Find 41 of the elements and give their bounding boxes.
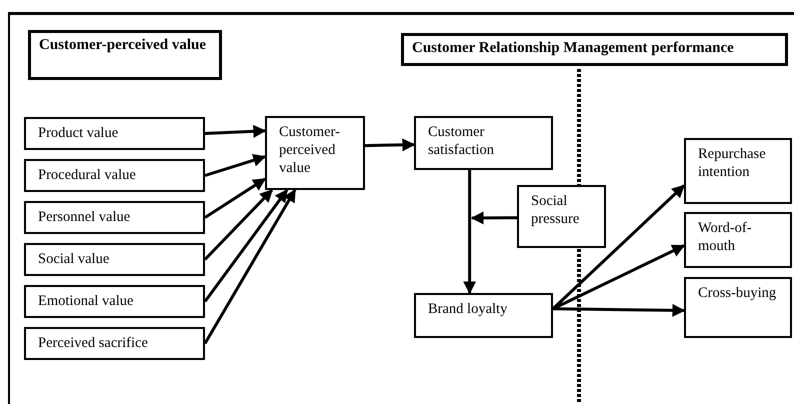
box-label: Customer-perceived value xyxy=(279,123,341,177)
box-label: Product value xyxy=(38,124,120,142)
heading-box xyxy=(28,30,222,80)
concept-box xyxy=(24,117,205,150)
box-label: Customer Relationship Management performance xyxy=(412,39,735,57)
arrow xyxy=(204,188,296,344)
concept-box xyxy=(24,159,205,192)
concept-box xyxy=(265,116,365,190)
arrow xyxy=(204,188,274,261)
arrow xyxy=(364,138,416,152)
arrow xyxy=(552,304,686,317)
concept-box xyxy=(684,212,792,268)
concept-box xyxy=(24,243,205,276)
concept-box xyxy=(24,285,205,318)
concept-box xyxy=(24,327,205,360)
box-label: Repurchase intention xyxy=(698,145,767,181)
concept-box xyxy=(684,138,792,204)
concept-box xyxy=(414,293,553,338)
box-label: Procedural value xyxy=(38,166,137,184)
concept-box xyxy=(414,116,553,170)
concept-box xyxy=(684,277,792,338)
box-label: Customer-perceived value xyxy=(39,36,208,54)
box-label: Social pressure xyxy=(531,192,580,228)
box-label: Perceived sacrifice xyxy=(38,334,149,352)
arrow xyxy=(470,211,518,224)
box-label: Social value xyxy=(38,250,110,268)
box-label: Word-of-mouth xyxy=(698,219,753,255)
arrow xyxy=(204,124,266,138)
arrow xyxy=(204,188,288,302)
arrow xyxy=(204,154,266,177)
concept-box xyxy=(517,185,606,248)
heading-box xyxy=(401,33,788,66)
arrow xyxy=(204,178,266,219)
box-label: Personnel value xyxy=(38,208,132,226)
arrow xyxy=(463,170,476,294)
box-label: Brand loyalty xyxy=(428,300,508,318)
box-label: Emotional value xyxy=(38,292,134,310)
arrow xyxy=(552,184,686,310)
box-label: Cross-buying xyxy=(698,284,778,302)
box-label: Customer satisfaction xyxy=(428,123,496,159)
concept-box xyxy=(24,201,205,234)
